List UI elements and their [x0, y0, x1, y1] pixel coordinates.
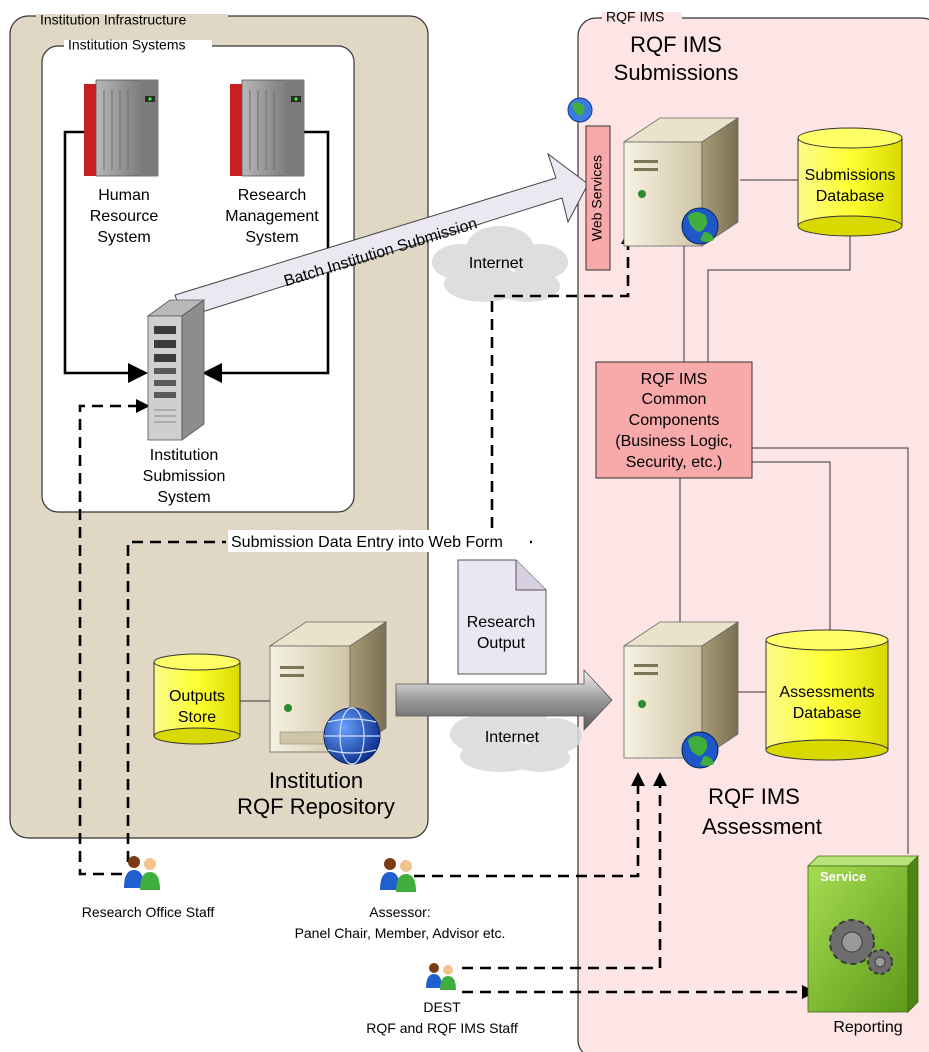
research-output-label-2: Output: [477, 635, 526, 652]
research-mgmt-mainframe-icon: [230, 79, 305, 177]
outputs-store-label-2: Store: [178, 709, 216, 726]
common-components-label-3: Components: [629, 412, 720, 429]
reporting-label: Reporting: [833, 1019, 902, 1036]
internet-top-label: Internet: [469, 255, 524, 272]
common-components-label-4: (Business Logic,: [615, 433, 732, 450]
research-output-transfer-arrow: [395, 668, 613, 732]
research-office-staff-people-icon: [124, 856, 160, 890]
rqf-ims-group: [577, 17, 929, 1052]
institution-systems-label: Institution Systems: [68, 37, 186, 53]
common-components-label-5: Security, etc.): [626, 454, 723, 471]
submissions-db-label-1: Submissions: [805, 167, 896, 184]
research-output-document-icon: [457, 559, 547, 675]
common-components-box: [595, 361, 753, 479]
ims-submissions-label-1: RQF IMS: [630, 32, 722, 57]
repository-label-2: RQF Repository: [237, 794, 395, 819]
research-mgmt-label-1: Research: [238, 187, 306, 204]
dest-label-1: DEST: [423, 999, 461, 1015]
web-globe-icon: [567, 97, 593, 123]
assessments-database-icon: [765, 629, 889, 761]
internet-cloud-bottom-icon: [450, 702, 582, 772]
hr-system-mainframe-icon: [84, 79, 159, 177]
submission-system-label-3: System: [157, 489, 210, 506]
institution-infrastructure-label: Institution Infrastructure: [40, 12, 187, 28]
submissions-globe-icon: [681, 207, 719, 245]
connector-lines: [240, 179, 909, 854]
assessments-db-label-1: Assessments: [779, 684, 874, 701]
research-office-staff-label: Research Office Staff: [82, 904, 215, 920]
web-form-entry-label: Submission Data Entry into Web Form: [231, 534, 503, 551]
assessor-people-icon: [380, 858, 416, 892]
common-components-label-2: Common: [642, 391, 707, 408]
institution-submission-server-icon: [146, 299, 206, 441]
submission-system-label-1: Institution: [150, 447, 218, 464]
submission-system-label-2: Submission: [143, 468, 226, 485]
internet-bottom-label: Internet: [485, 729, 540, 746]
ims-assessment-label-1: RQF IMS: [708, 784, 800, 809]
hr-system-label-1: Human: [98, 187, 150, 204]
ims-assessment-label-2: Assessment: [702, 814, 822, 839]
submissions-database-icon: [797, 127, 903, 237]
outputs-store-database-icon: [153, 653, 241, 745]
assessment-globe-icon: [681, 731, 719, 769]
submissions-db-label-2: Database: [816, 188, 885, 205]
assessor-label-1: Assessor:: [369, 904, 430, 920]
repository-globe-icon: [323, 707, 381, 765]
internet-cloud-top-icon: [432, 226, 568, 302]
dest-label-2: RQF and RQF IMS Staff: [366, 1020, 518, 1036]
research-mgmt-label-3: System: [245, 229, 298, 246]
hr-to-submission-arrow: [63, 130, 148, 383]
web-services-label: Web Services: [589, 155, 605, 241]
web-services-box: [585, 125, 611, 271]
service-badge-label: Service: [820, 869, 866, 884]
common-components-label-1: RQF IMS: [641, 371, 708, 388]
gears-icon: [829, 919, 893, 975]
outputs-store-label-1: Outputs: [169, 688, 225, 705]
assessor-label-2: Panel Chair, Member, Advisor etc.: [295, 925, 506, 941]
submissions-server-icon: [622, 117, 740, 247]
ims-submissions-label-2: Submissions: [614, 60, 739, 85]
rqf-ims-label: RQF IMS: [606, 9, 664, 25]
assessments-db-label-2: Database: [793, 705, 862, 722]
research-mgmt-label-2: Management: [225, 208, 319, 225]
hr-system-label-3: System: [97, 229, 150, 246]
dest-people-icon: [426, 963, 456, 990]
repository-label-1: Institution: [269, 768, 363, 793]
assessment-server-icon: [622, 621, 740, 759]
research-output-label-1: Research: [467, 614, 535, 631]
hr-system-label-2: Resource: [90, 208, 159, 225]
